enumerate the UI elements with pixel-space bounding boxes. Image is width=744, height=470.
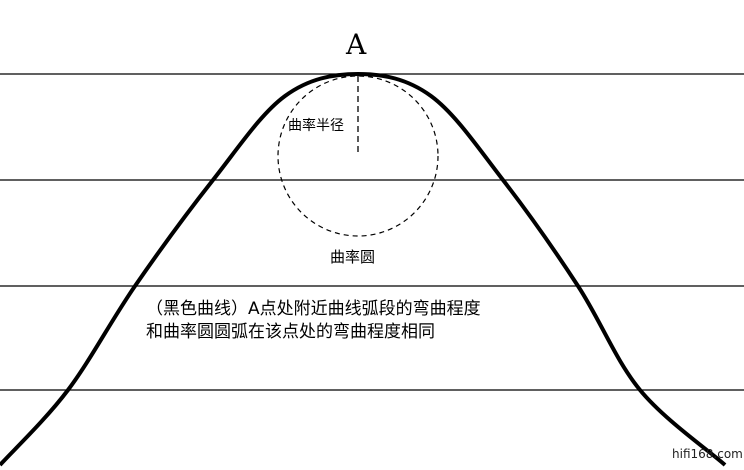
black-curve — [0, 71, 727, 467]
circle-label: 曲率圆 — [330, 248, 376, 266]
point-a-label: A — [346, 28, 367, 61]
curvature-circle — [277, 75, 439, 237]
radius-label: 曲率半径 — [288, 118, 344, 134]
description-line-2: 和曲率圆圆弧在该点处的弯曲程度相同 — [146, 322, 435, 342]
description: （黑色曲线）A点处附近曲线弧段的弯曲程度 和曲率圆圆弧在该点处的弯曲程度相同 — [146, 298, 481, 344]
description-line-1: （黑色曲线）A点处附近曲线弧段的弯曲程度 — [146, 299, 481, 319]
watermark: hifi168.com — [672, 447, 743, 461]
